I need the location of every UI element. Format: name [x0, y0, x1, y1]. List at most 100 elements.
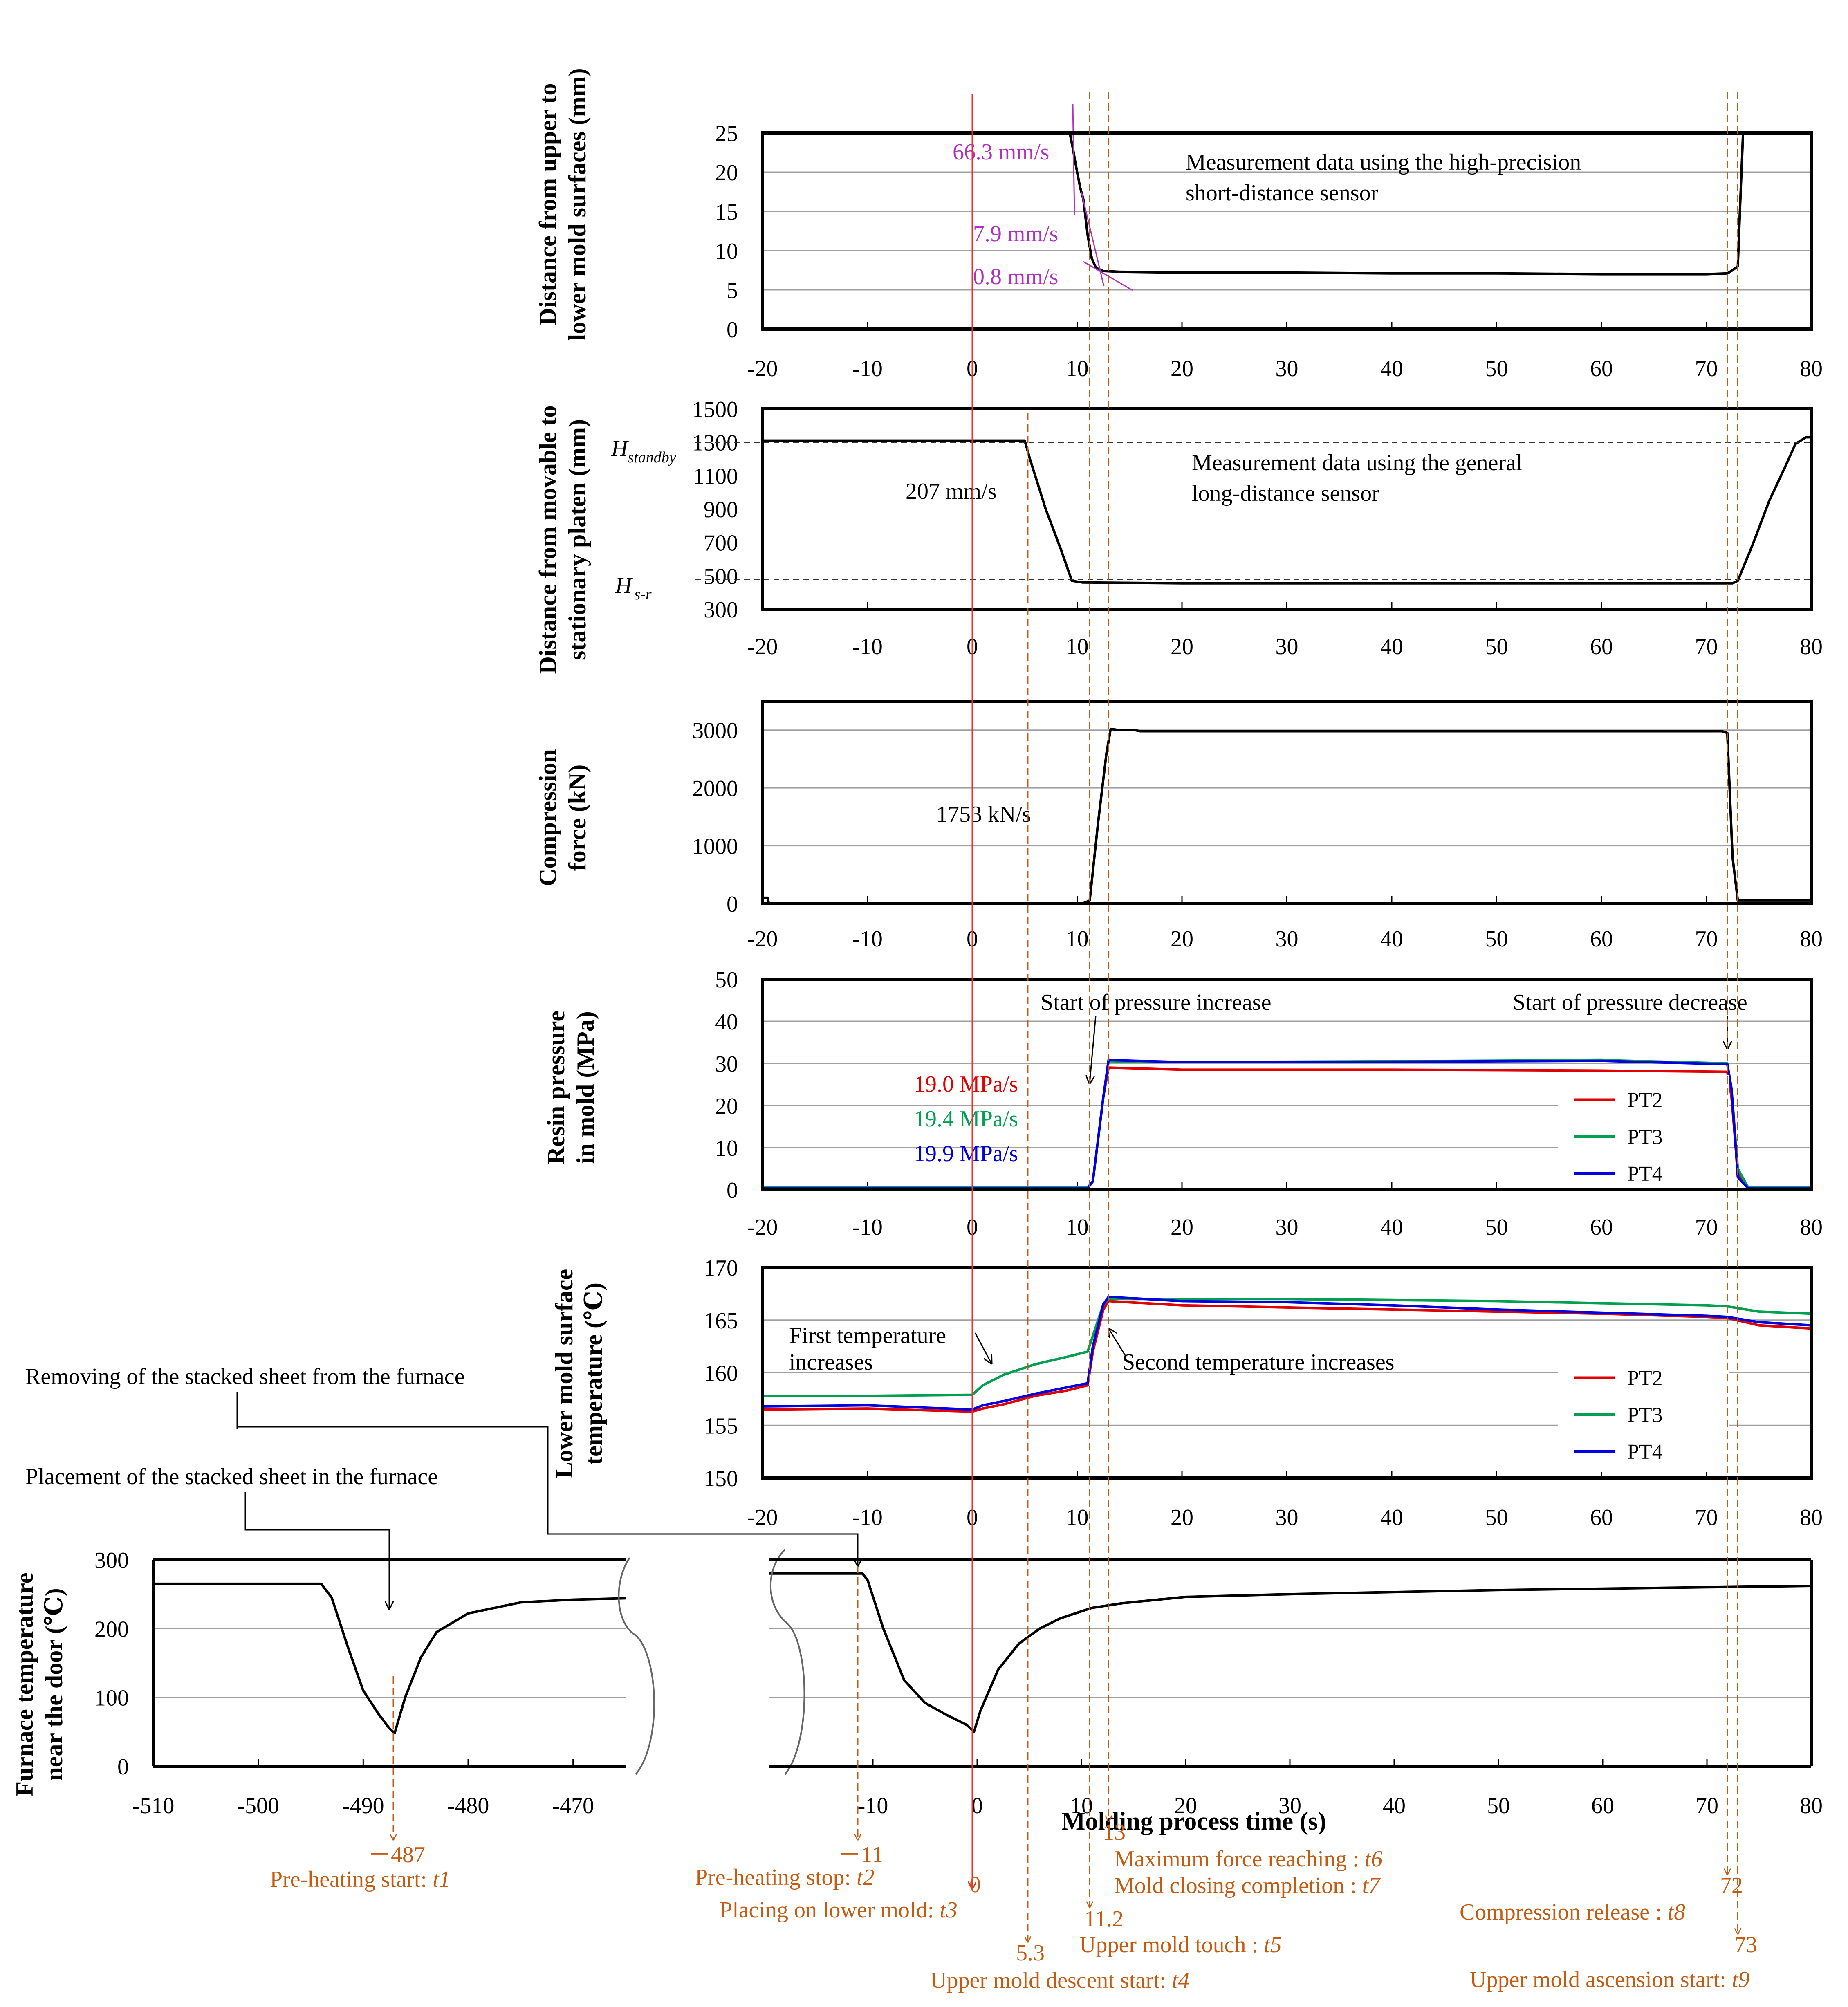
x-tick-label: 80 [1800, 1215, 1823, 1240]
series-line [763, 436, 1811, 585]
series-line [769, 1572, 1812, 1733]
legend-label: PT2 [1627, 1089, 1663, 1112]
x-tick-label: 80 [1800, 634, 1823, 659]
y-tick-label: 0 [727, 317, 738, 343]
annotation-second-increase: Second temperature increases [1122, 1350, 1394, 1375]
sensor-note: long-distance sensor [1192, 481, 1379, 506]
y-tick-label: 1300 [692, 431, 738, 456]
x-tick-label: 20 [1171, 634, 1193, 659]
x-tick-label: -10 [852, 356, 883, 381]
rate-label-pt2: 19.0 MPa/s [914, 1072, 1018, 1097]
event-value-t5: 11.2 [1084, 1906, 1124, 1932]
callout-line [236, 1392, 858, 1566]
x-tick-label: 60 [1590, 1505, 1613, 1530]
event-value-t6-t7: 13 [1103, 1820, 1126, 1845]
y-tick-label: 3000 [692, 718, 738, 744]
series-line [1068, 132, 1745, 276]
event-value-t4: 5.3 [1016, 1940, 1045, 1966]
x-tick-label: 70 [1695, 1215, 1718, 1240]
x-tick-label: 50 [1485, 1505, 1508, 1530]
x-tick-label: 60 [1590, 634, 1613, 659]
axis-break-bracket [618, 1557, 655, 1775]
x-tick-label: 10 [1070, 1793, 1093, 1819]
x-tick-label: 10 [1066, 1505, 1089, 1530]
rate-label: 1753 kN/s [936, 802, 1031, 827]
x-tick-label: 70 [1695, 1505, 1718, 1530]
slope-line [1072, 104, 1075, 215]
annotation-first-increase: increases [789, 1350, 873, 1375]
x-tick-label: 10 [1066, 1215, 1089, 1240]
x-tick-label: 30 [1276, 926, 1299, 952]
y-tick-label: 1500 [692, 397, 738, 422]
x-tick-label: -10 [852, 926, 883, 952]
x-tick-label: 70 [1695, 634, 1718, 659]
annotation-arrow [1109, 1329, 1127, 1358]
series-line-pt4 [763, 1058, 1811, 1190]
x-tick-label: 40 [1380, 1215, 1403, 1240]
axis-break-bracket [769, 1549, 805, 1775]
y-tick-label: 30 [715, 1052, 738, 1077]
y-tick-label: 20 [715, 1094, 738, 1119]
x-tick-label: -480 [447, 1793, 489, 1819]
x-axis-title: Molding process time (s) [1061, 1807, 1326, 1835]
x-tick-label: -20 [747, 356, 778, 381]
event-label-t7: Mold closing completion : t7 [1114, 1873, 1381, 1898]
x-tick-label: 70 [1695, 1793, 1718, 1819]
y-tick-label: 5 [727, 278, 738, 303]
x-tick-label: -20 [747, 926, 778, 952]
x-tick-label: 30 [1276, 356, 1299, 381]
plot-frame [761, 1266, 1813, 1480]
y-tick-label: 165 [704, 1308, 738, 1334]
y-tick-label: 25 [715, 121, 738, 146]
x-tick-label: 80 [1800, 1793, 1823, 1819]
x-tick-label: 0 [971, 1793, 983, 1819]
annotation-arrow [974, 1332, 991, 1363]
event-value-t9: 73 [1734, 1932, 1757, 1958]
x-tick-label: -510 [132, 1793, 175, 1819]
y-tick-label: 200 [94, 1617, 129, 1642]
annotation-pressure-decrease: Start of pressure decrease [1513, 990, 1747, 1015]
x-tick-label: 50 [1487, 1793, 1510, 1819]
event-label-t8: Compression release : t8 [1460, 1899, 1685, 1925]
reference-label-standby: Hstandby [611, 436, 676, 466]
plot-frame [761, 700, 1813, 905]
legend-label: PT2 [1627, 1367, 1663, 1390]
x-tick-label: 40 [1380, 634, 1403, 659]
sensor-note: Measurement data using the general [1192, 450, 1523, 475]
y-tick-label: 0 [727, 892, 738, 917]
event-label-t9: Upper mold ascension start: t9 [1470, 1967, 1749, 1992]
x-tick-label: 10 [1066, 634, 1089, 659]
y-tick-label: 700 [704, 531, 738, 556]
x-tick-label: 20 [1174, 1793, 1197, 1819]
y-tick-label: 300 [704, 597, 738, 623]
event-value-t3: 0 [969, 1872, 981, 1897]
annotation-arrow [1090, 1016, 1097, 1083]
x-tick-label: 20 [1171, 926, 1193, 952]
series-line [153, 1582, 626, 1735]
y-tick-label: 170 [704, 1256, 738, 1281]
x-tick-label: 20 [1171, 356, 1193, 381]
x-tick-label: 30 [1278, 1793, 1301, 1819]
x-tick-label: -20 [747, 1505, 778, 1530]
annotation-pressure-increase: Start of pressure increase [1041, 990, 1271, 1015]
event-label-t5: Upper mold touch : t5 [1079, 1932, 1282, 1958]
x-tick-label: 40 [1380, 356, 1403, 381]
y-tick-label: 500 [704, 564, 738, 589]
x-tick-label: 70 [1695, 356, 1718, 381]
x-tick-label: -500 [237, 1793, 279, 1819]
x-tick-label: 60 [1590, 1215, 1613, 1240]
event-label-t6: Maximum force reaching : t6 [1114, 1846, 1382, 1872]
x-tick-label: -20 [747, 1215, 778, 1240]
x-tick-label: -10 [852, 1215, 883, 1240]
slope-line [1081, 192, 1105, 287]
callouts: Removing of the stacked sheet from the f… [25, 1364, 858, 1609]
y-tick-label: 15 [715, 200, 738, 225]
y-tick-label: 900 [704, 497, 738, 522]
